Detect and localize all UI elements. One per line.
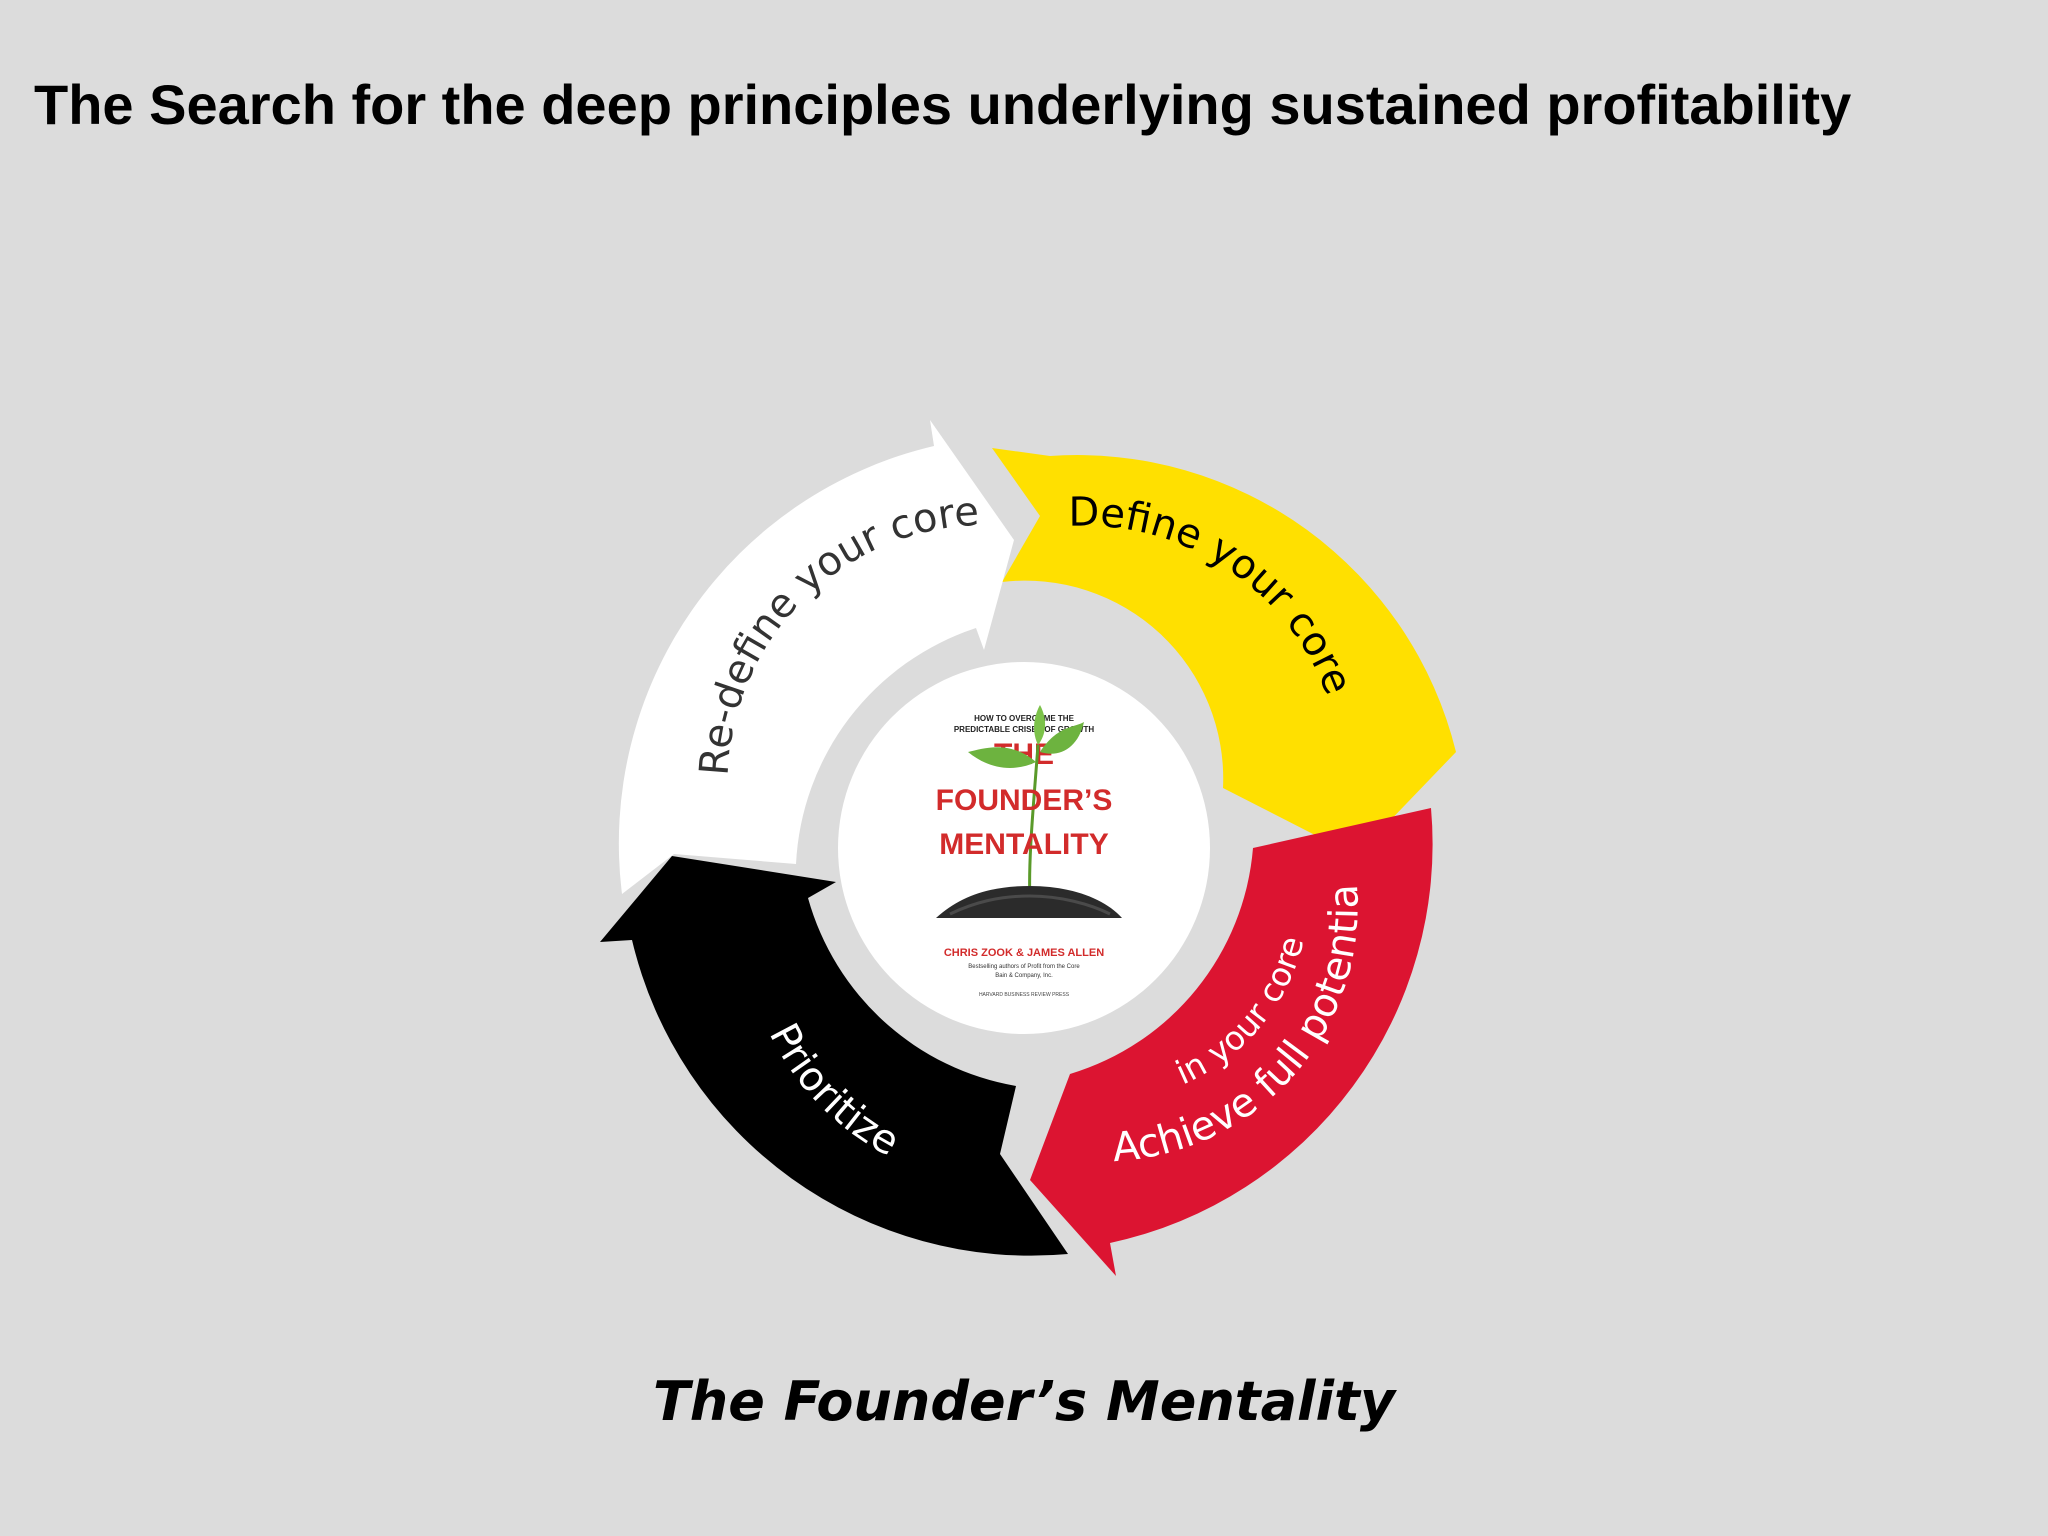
sprout-stem [1028,744,1040,901]
sprout-leaf-left [968,747,1036,768]
define-arrow [992,448,1456,856]
sprout-leaf-top [1034,705,1046,745]
soil-mound [936,886,1122,918]
book-tagline-line2: PREDICTABLE CRISES OF GROWTH [954,725,1095,734]
book-tagline-line1: HOW TO OVERCOME THE [974,714,1075,723]
sprout-leaf-right [1040,722,1084,754]
soil-mound-texture [949,894,1111,916]
book-cover: HOW TO OVERCOME THE PREDICTABLE CRISES O… [838,662,1210,1034]
book-cover-circle [838,662,1210,1034]
book-authors: CHRIS ZOOK & JAMES ALLEN [944,947,1104,959]
diagram-caption: The Founder’s Mentality [652,1370,1396,1433]
book-authors-note: Bestselling authors of Profit from the C… [968,964,1080,970]
achieve-arrow [1030,808,1433,1276]
prioritize-arrow [600,856,1068,1256]
redefine-arrow [618,420,1014,894]
book-title-line3: MENTALITY [939,828,1108,861]
segment-prioritize: Prioritize [600,856,1068,1256]
book-publisher: HARVARD BUSINESS REVIEW PRESS [979,992,1070,998]
slide-title: The Search for the deep principles under… [34,73,1852,136]
book-company: Bain & Company, Inc. [995,973,1053,979]
book-title-line2: FOUNDER’S [936,784,1113,817]
